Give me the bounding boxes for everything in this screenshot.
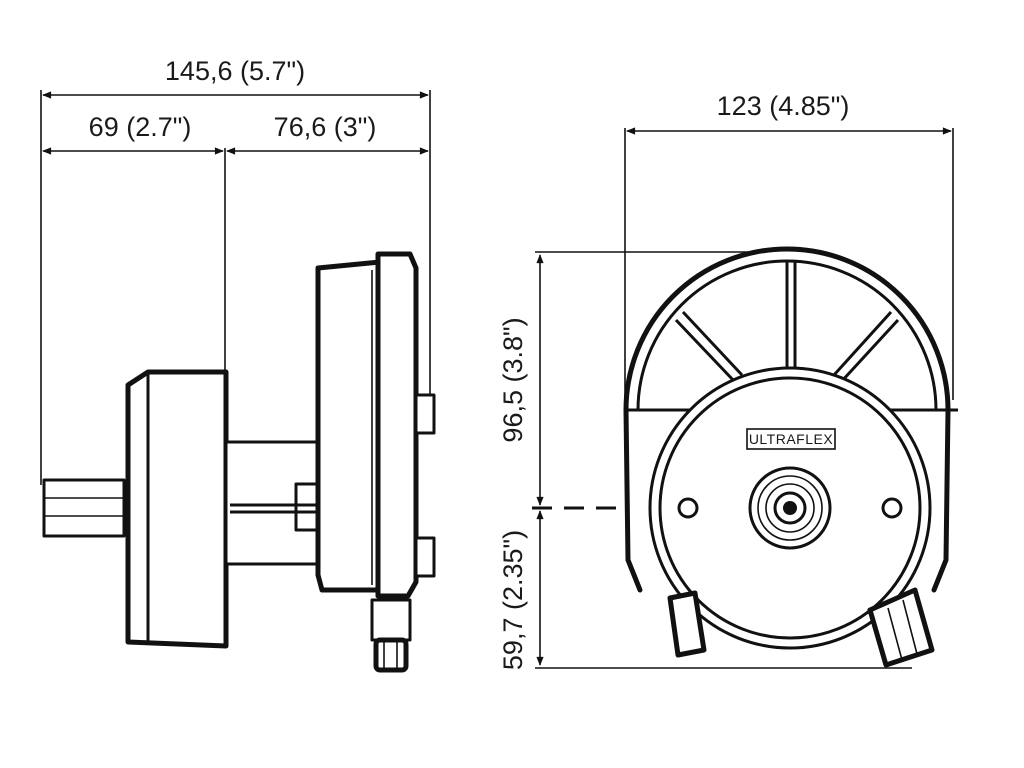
cable-fitting-nut bbox=[370, 598, 412, 642]
dimension-label-front-width: 123 (4.85") bbox=[717, 91, 850, 121]
spoke bbox=[674, 318, 737, 384]
dimension-label-upper-height: 96,5 (3.8") bbox=[498, 317, 528, 442]
mounting-hole-left bbox=[677, 497, 699, 519]
wheel-rim bbox=[636, 259, 938, 411]
spoke bbox=[839, 318, 900, 384]
mounting-lug-upper bbox=[414, 393, 436, 435]
dimension-label-lower-height: 59,7 (2.35") bbox=[498, 530, 528, 670]
front-view: 123 (4.85") 96,5 (3.8") 59,7 (2.35") ULT… bbox=[498, 91, 958, 670]
outlet-detail-line bbox=[887, 607, 903, 661]
side-view: 145,6 (5.7") 69 (2.7") 76,6 (3") bbox=[40, 56, 436, 673]
outlet-detail-line bbox=[902, 599, 918, 655]
dimension-label-overall-width: 145,6 (5.7") bbox=[165, 56, 305, 86]
helm-housing-cover bbox=[375, 251, 419, 599]
cable-outlet-right bbox=[867, 587, 935, 668]
mounting-hole-right bbox=[881, 497, 903, 519]
helm-shaft bbox=[42, 478, 126, 538]
helm-bezel bbox=[125, 369, 229, 649]
spoke bbox=[681, 310, 744, 377]
helm-housing bbox=[315, 259, 383, 593]
brand-plate bbox=[746, 428, 836, 450]
hub-center bbox=[783, 501, 797, 515]
dimension-label-left-width: 69 (2.7") bbox=[89, 112, 192, 142]
hub-ring bbox=[773, 491, 807, 525]
dimension-label-right-width: 76,6 (3") bbox=[274, 112, 377, 142]
hub-ring bbox=[757, 475, 823, 541]
cable-outlet-left bbox=[667, 590, 707, 658]
front-disc-inner bbox=[658, 376, 922, 640]
helm-neck bbox=[224, 440, 320, 566]
mounting-lug-lower bbox=[414, 536, 436, 578]
brand-label: ULTRAFLEX bbox=[749, 431, 834, 447]
cable-fitting-end bbox=[373, 637, 409, 673]
hub-ring bbox=[765, 483, 815, 533]
spoke bbox=[832, 310, 893, 377]
